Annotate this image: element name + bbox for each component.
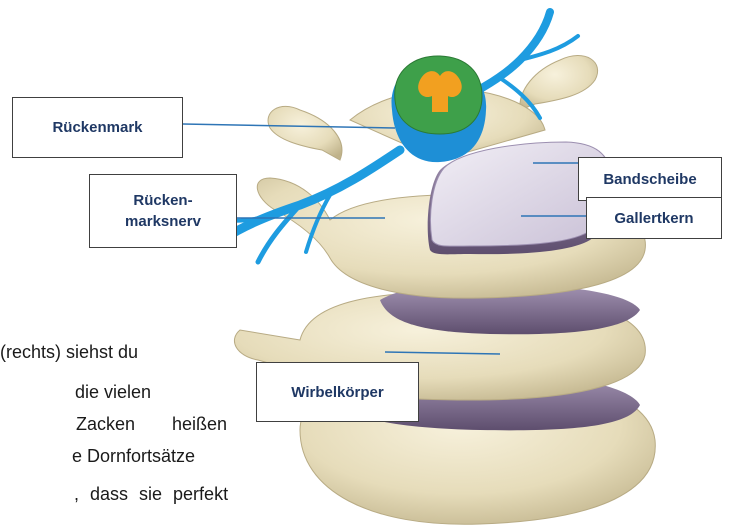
body-text-line-3: Zacken heißen: [76, 414, 227, 435]
body-text-line-4: e Dornfortsätze: [72, 446, 195, 467]
leader-rueckenmark: [183, 124, 395, 128]
body-text-line-1: (rechts) siehst du: [0, 342, 240, 363]
label-gallertkern-text: Gallertkern: [614, 208, 693, 229]
label-rueckenmarksnerv-line1: Rücken-: [133, 190, 192, 211]
label-rueckenmark-text: Rückenmark: [52, 117, 142, 138]
label-wirbelkoerper-text: Wirbelkörper: [291, 382, 383, 403]
label-gallertkern: Gallertkern: [586, 197, 722, 239]
label-rueckenmarksnerv-line2: marksnerv: [125, 211, 201, 232]
label-bandscheibe-text: Bandscheibe: [603, 169, 696, 190]
body-text-line-2: die vielen: [75, 382, 151, 403]
body-text-line-5: , dass sie perfekt: [74, 484, 228, 505]
label-rueckenmark: Rückenmark: [12, 97, 183, 158]
label-rueckenmarksnerv: Rücken- marksnerv: [89, 174, 237, 248]
label-bandscheibe: Bandscheibe: [578, 157, 722, 201]
leader-wirbelkoerper: [385, 352, 500, 354]
label-wirbelkoerper: Wirbelkörper: [256, 362, 419, 422]
